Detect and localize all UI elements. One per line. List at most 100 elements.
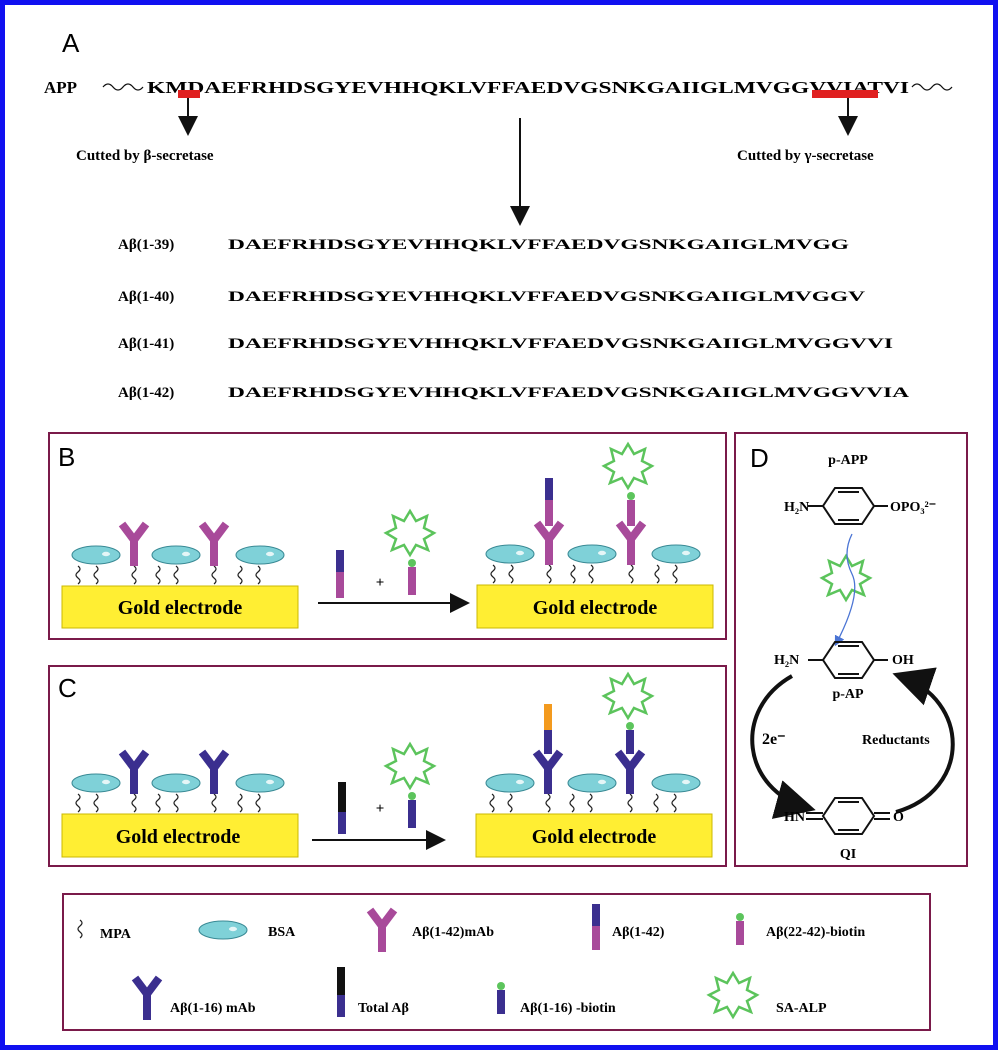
ab16-mab: [202, 752, 226, 794]
legend-ab16-mab: Aβ(1-16) mAb: [170, 1001, 256, 1016]
sa-alp: [602, 672, 654, 720]
bound-ab-orange: [544, 704, 552, 730]
ab16-mab: [536, 752, 560, 794]
biotin: [627, 492, 635, 500]
legend-ab42: Aβ(1-42): [612, 925, 665, 940]
app-wavy-left: [102, 83, 144, 91]
oxidation-arrow: [750, 674, 816, 819]
legend: MPA BSA Aβ(1-42)mAb Aβ(1-42) Aβ(22-42)-b…: [62, 893, 931, 1031]
qi-ring: [806, 797, 890, 835]
h2n-top: H₂N: [784, 500, 809, 515]
gold-electrode-label: Gold electrode: [533, 597, 658, 619]
bound-ab42-top: [545, 478, 553, 500]
gold-electrode: [61, 813, 299, 858]
plus-sign: +: [376, 801, 385, 817]
gold-electrode-label: Gold electrode: [116, 826, 241, 848]
panel-c-border: [48, 665, 727, 867]
biotin: [408, 559, 416, 567]
panel-c: C Gold electrode + Gold electrode: [48, 665, 727, 867]
fragment-sequence: DAEFRHDSGYEVHHQKLVFFAEDVGSNKGAIIGLMVGGV: [228, 289, 865, 305]
sa-alp: [602, 442, 654, 490]
ab42-symbol-bottom: [592, 926, 600, 950]
sa-alp: [820, 554, 872, 602]
fragment-sequence: DAEFRHDSGYEVHHQKLVFFAEDVGSNKGAIIGLMVGGVV…: [228, 336, 893, 352]
legend-bsa: BSA: [268, 925, 296, 940]
gold-electrode: [475, 813, 713, 858]
fragment-sequence: DAEFRHDSGYEVHHQKLVFFAEDVGSNKGAIIGLMVGG: [228, 237, 850, 253]
bsa: [651, 773, 701, 793]
bsa: [485, 544, 535, 564]
biotin: [626, 722, 634, 730]
panel-a: A APP KMDAEFRHDSGYEVHHQKLVFFAEDVGSNKGAII…: [44, 28, 953, 401]
sa-alp-symbol: [707, 971, 759, 1019]
fragment-name: Aβ(1-42): [118, 385, 174, 401]
sa-alp: [384, 742, 436, 790]
fragment-name: Aβ(1-41): [118, 336, 174, 352]
fragment-list: Aβ(1-39) DAEFRHDSGYEVHHQKLVFFAEDVGSNKGAI…: [118, 237, 909, 401]
ab16-biotin-symbol: [497, 990, 505, 1014]
gold-electrode: [61, 585, 299, 629]
panel-c-letter: C: [58, 673, 77, 703]
fragment-name: Aβ(1-40): [118, 289, 174, 305]
reduction-arrow: [892, 667, 955, 814]
panel-b: B Gold electrode + Gold electrode: [48, 432, 727, 640]
total-ab-top: [338, 782, 346, 812]
legend-total-ab: Total Aβ: [358, 1001, 409, 1016]
bound-ab-navy: [544, 730, 552, 754]
bsa: [71, 545, 121, 565]
ab16-biotin: [408, 800, 416, 828]
app-label: APP: [44, 78, 77, 97]
bsa: [235, 545, 285, 565]
reductants-label: Reductants: [862, 733, 930, 748]
gold-electrode: [476, 584, 714, 629]
panel-b-letter: B: [58, 442, 75, 472]
legend-sa-alp: SA-ALP: [776, 1001, 827, 1016]
panel-d: D p-APP H₂N OPO₃²⁻ H₂N OH p-AP 2e⁻ Redu: [734, 432, 968, 867]
bound-ab16-biotin: [626, 730, 634, 754]
ab42-peptide-top: [336, 550, 344, 572]
legend-ab16-biotin: Aβ(1-16) -biotin: [520, 1001, 616, 1016]
p-app-label: p-APP: [828, 453, 868, 468]
bsa: [235, 773, 285, 793]
app-sequence: KMDAEFRHDSGYEVHHQKLVFFAEDVGSNKGAIIGLMVGG…: [147, 78, 910, 97]
gamma-cut-marker: [812, 90, 878, 98]
ab42-mab-symbol: [370, 910, 394, 952]
panel-a-letter: A: [62, 28, 80, 58]
bsa: [71, 773, 121, 793]
p-app-ring: [808, 487, 888, 525]
surface-layer: [71, 524, 285, 585]
legend-border: [62, 893, 931, 1031]
ab2242-biotin: [408, 567, 416, 595]
legend-mpa: MPA: [100, 927, 132, 942]
ab16-mab: [618, 752, 642, 794]
mpa-symbol: [77, 919, 83, 939]
surface-layer-bound: [485, 442, 701, 584]
enzyme-conversion-arrow: [834, 533, 856, 647]
total-ab-symbol-bottom: [337, 995, 345, 1017]
ab16-mab: [122, 752, 146, 794]
ab2242-biotin-symbol: [736, 921, 744, 945]
ab42-peptide-bottom: [336, 572, 344, 598]
sa-alp: [384, 509, 436, 557]
panel-d-letter: D: [750, 443, 769, 473]
legend-ab2242-biotin: Aβ(22-42)-biotin: [766, 925, 865, 940]
beta-cut-label: Cutted by β-secretase: [76, 148, 214, 164]
fragment-sequence: DAEFRHDSGYEVHHQKLVFFAEDVGSNKGAIIGLMVGGVV…: [228, 385, 909, 401]
o-label: O: [893, 810, 904, 825]
bsa: [485, 773, 535, 793]
total-ab-symbol-top: [337, 967, 345, 995]
bsa-symbol: [198, 920, 248, 940]
total-ab-bottom: [338, 812, 346, 834]
ab16-mab-symbol: [135, 978, 159, 1020]
p-ap-label: p-AP: [832, 687, 864, 702]
bsa: [151, 545, 201, 565]
hn-label: HN: [784, 810, 805, 825]
surface-layer: [71, 752, 285, 813]
legend-ab42-mab: Aβ(1-42)mAb: [412, 925, 494, 940]
bsa: [567, 544, 617, 564]
biotin: [408, 792, 416, 800]
fragment-name: Aβ(1-39): [118, 237, 174, 253]
two-electrons-label: 2e⁻: [762, 731, 786, 748]
